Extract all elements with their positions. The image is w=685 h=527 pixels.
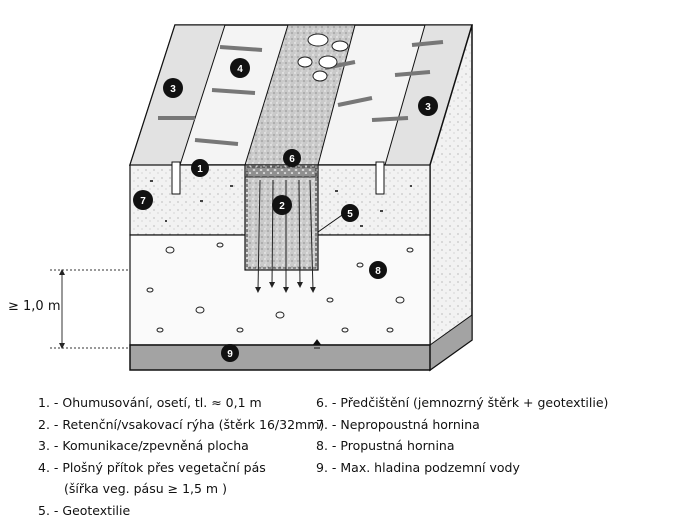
svg-text:8: 8 <box>375 266 381 277</box>
svg-text:6: 6 <box>289 154 295 165</box>
callout-8: 8 <box>369 261 387 279</box>
infiltration-trench-diagram: ≥ 1,0 m 1 2 3 3 4 5 6 7 8 <box>8 24 474 372</box>
svg-text:1: 1 <box>197 164 203 175</box>
callout-1: 1 <box>191 159 209 177</box>
legend-item-3: 3. - Komunikace/zpevněná plocha <box>38 438 249 453</box>
depth-label: ≥ 1,0 m <box>8 299 61 314</box>
groundwater-marker <box>312 339 322 349</box>
depth-dimension <box>50 269 130 349</box>
legend-item-4-note: (šířka veg. pásu ≥ 1,5 m ) <box>64 481 227 496</box>
callout-9: 9 <box>221 344 239 362</box>
chips <box>150 180 412 227</box>
surface-flow-arrows <box>158 40 444 146</box>
curb-posts <box>171 161 385 195</box>
layer-groundwater <box>129 344 431 371</box>
svg-text:5: 5 <box>347 209 353 220</box>
legend-item-2: 2. - Retenční/vsakovací rýha (štěrk 16/3… <box>38 416 325 432</box>
callout-6: 6 <box>283 149 301 167</box>
callout-2: 2 <box>272 195 292 215</box>
trench-body <box>244 164 319 271</box>
callout-3-right: 3 <box>418 96 438 116</box>
shrubs <box>297 33 349 82</box>
legend-item-1: 1. - Ohumusování, osetí, tl. ≈ 0,1 m <box>38 395 262 410</box>
callout-3-left: 3 <box>163 78 183 98</box>
callout-4: 4 <box>230 58 250 78</box>
callout-5: 5 <box>317 204 359 233</box>
legend-item-5: 5. - Geotextilie <box>38 502 131 518</box>
legend-item-7: 7. - Nepropoustná hornina <box>316 416 480 432</box>
stones <box>146 242 414 333</box>
legend-item-6: 6. - Předčištění (jemnozrný štěrk + geot… <box>316 395 609 410</box>
svg-text:7: 7 <box>140 196 146 207</box>
svg-text:3: 3 <box>170 84 176 95</box>
svg-text:9: 9 <box>227 349 233 360</box>
legend-left: 1. - Ohumusování, osetí, tl. ≈ 0,1 m 2. … <box>38 392 324 521</box>
svg-text:3: 3 <box>425 102 431 113</box>
svg-text:2: 2 <box>279 201 285 212</box>
legend-item-9: 9. - Max. hladina podzemní vody <box>316 459 520 475</box>
legend-right: 6. - Předčištění (jemnozrný štěrk + geot… <box>316 392 608 478</box>
legend-item-4: 4. - Plošný přítok přes vegetační pás <box>38 459 266 475</box>
callout-7: 7 <box>133 190 153 210</box>
legend-item-8: 8. - Propustná hornina <box>316 438 455 453</box>
svg-text:4: 4 <box>237 64 243 75</box>
pretreatment-layer <box>244 164 319 178</box>
